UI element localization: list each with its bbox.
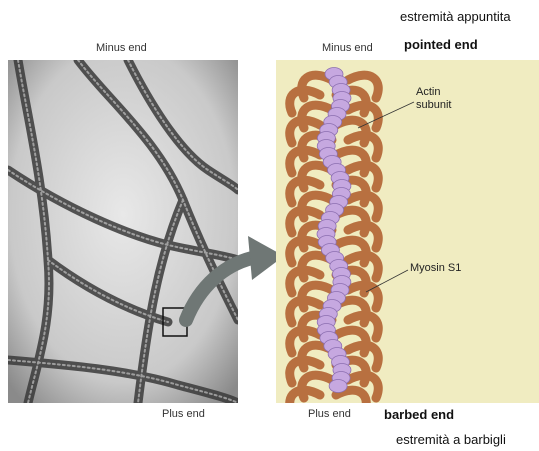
italian-pointed-end-label: estremità appuntita bbox=[400, 9, 511, 24]
barbed-end-label: barbed end bbox=[384, 407, 454, 422]
decorated-actin-filament bbox=[276, 60, 539, 403]
italian-barbed-end-label: estremità a barbigli bbox=[396, 432, 506, 447]
actin-subunit-label: Actin subunit bbox=[416, 86, 451, 112]
micrograph-filaments bbox=[8, 60, 238, 403]
electron-micrograph bbox=[8, 60, 238, 403]
diagram-plus-end-label: Plus end bbox=[308, 408, 351, 420]
diagram-minus-end-label: Minus end bbox=[322, 42, 373, 54]
pointed-end-label: pointed end bbox=[404, 37, 478, 52]
micrograph-plus-end-label: Plus end bbox=[162, 408, 205, 420]
myosin-leader-line bbox=[366, 270, 408, 292]
micrograph-minus-end-label: Minus end bbox=[96, 42, 147, 54]
actin-subunit bbox=[329, 380, 347, 393]
myosin-s1-label: Myosin S1 bbox=[410, 262, 461, 275]
actin-myosin-diagram: Actin subunit Myosin S1 bbox=[276, 60, 539, 403]
